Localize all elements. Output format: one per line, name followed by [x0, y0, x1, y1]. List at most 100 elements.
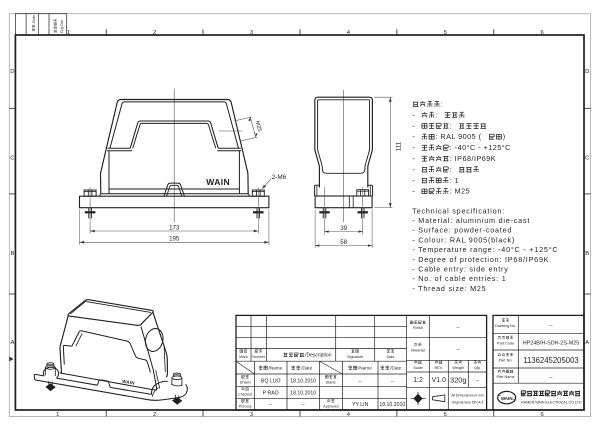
svg-text::: : [441, 100, 444, 109]
svg-text:- Cable entry: side entry: - Cable entry: side entry [412, 265, 508, 274]
svg-text:BQ LUO: BQ LUO [261, 379, 281, 385]
svg-text:Original Size DIN A 4: Original Size DIN A 4 [452, 401, 484, 405]
svg-text:2: 2 [153, 412, 156, 418]
svg-text:2-M6: 2-M6 [272, 174, 287, 181]
svg-text:B: B [10, 251, 14, 257]
svg-text:: M25: : M25 [450, 187, 470, 196]
svg-text:18.10.2010: 18.10.2010 [290, 379, 316, 385]
svg-text:4: 4 [347, 30, 351, 36]
svg-text:Date: Date [387, 355, 395, 359]
svg-text:320g: 320g [450, 375, 466, 384]
svg-text:4: 4 [347, 412, 351, 418]
svg-text::: : [450, 165, 453, 174]
svg-text:3: 3 [250, 30, 253, 36]
svg-text:Scale: Scale [413, 366, 423, 370]
svg-text:/Date: /Date [390, 365, 401, 370]
svg-text:Part Name: Part Name [497, 375, 515, 379]
svg-text:1: 1 [67, 30, 70, 36]
svg-text:/Name: /Name [269, 365, 283, 370]
svg-text:B: B [585, 251, 589, 257]
svg-text:-: - [412, 176, 415, 185]
svg-text:3: 3 [250, 412, 253, 418]
svg-text:- Surface: powder-coated: - Surface: powder-coated [412, 226, 512, 235]
svg-text:5: 5 [444, 412, 447, 418]
svg-text:M25: M25 [254, 120, 263, 132]
svg-text:1: 1 [56, 412, 59, 418]
svg-text:–: – [476, 378, 480, 384]
svg-text:A: A [585, 340, 589, 346]
svg-text:REV.: REV. [435, 366, 444, 370]
svg-text:Qty.: Qty. [474, 366, 481, 370]
svg-text:D: D [585, 69, 589, 75]
svg-text:–: – [359, 378, 362, 384]
svg-text:58: 58 [340, 239, 347, 246]
svg-text:: 1: : 1 [450, 176, 460, 185]
svg-text:–: – [549, 323, 553, 329]
svg-text:/Name: /Name [358, 365, 372, 370]
svg-text:- Temperature range: -40°C - +: - Temperature range: -40°C - +125°C [412, 245, 558, 254]
svg-text:P RAO: P RAO [263, 390, 279, 396]
svg-text:Signature: Signature [347, 355, 363, 359]
svg-text:195: 195 [169, 236, 180, 243]
svg-text:Drawing No.: Drawing No. [495, 324, 516, 328]
svg-text:1:2: 1:2 [413, 377, 423, 384]
svg-text:18.10.2010: 18.10.2010 [379, 402, 405, 408]
svg-text:- Thread size: M25: - Thread size: M25 [412, 284, 486, 293]
svg-text:Drawn: Drawn [240, 381, 251, 385]
svg-text:): ) [503, 132, 506, 141]
svg-text:1136245205003: 1136245205003 [523, 355, 579, 365]
svg-text:–: – [269, 402, 272, 408]
svg-text:-: - [412, 187, 415, 196]
svg-text:Chg Ord: Chg Ord [60, 20, 64, 33]
svg-text:-: - [412, 132, 415, 141]
svg-text:6: 6 [540, 30, 543, 36]
svg-text:: RAL 9005 (: : RAL 9005 ( [435, 132, 481, 141]
svg-text:Number: Number [252, 355, 266, 359]
svg-text:/Date: /Date [301, 365, 312, 370]
svg-text:/Date: /Date [32, 15, 36, 24]
svg-text:Finish: Finish [413, 326, 423, 330]
svg-text:YY LIN: YY LIN [352, 402, 369, 408]
svg-text:D: D [10, 69, 14, 75]
svg-text:All Dimensions in mm: All Dimensions in mm [451, 394, 484, 398]
svg-text:Material: Material [411, 348, 425, 352]
svg-text:–: – [391, 378, 394, 384]
svg-text:Stand.: Stand. [326, 381, 337, 385]
svg-text:–: – [549, 374, 553, 380]
svg-text:Approved: Approved [323, 405, 338, 409]
svg-text:-: - [412, 154, 415, 163]
svg-text:2: 2 [153, 30, 156, 36]
svg-text:: -40°C - +125°C: : -40°C - +125°C [450, 143, 511, 152]
svg-text:111: 111 [395, 141, 402, 151]
svg-text:Process: Process [239, 405, 252, 409]
svg-text:/Description: /Description [305, 353, 332, 359]
svg-text:XIAMEN WAIN ELECTRICAL CO.LTD: XIAMEN WAIN ELECTRICAL CO.LTD [521, 400, 582, 404]
svg-text:Weight: Weight [452, 366, 465, 370]
svg-text:173: 173 [169, 224, 180, 231]
svg-text:C: C [10, 155, 14, 161]
svg-text:-: - [412, 121, 415, 130]
svg-text:-: - [412, 143, 415, 152]
svg-text:18.10.2010: 18.10.2010 [290, 390, 316, 396]
svg-text:Part Code: Part Code [497, 341, 514, 345]
svg-text:HP24B/H-SDH-2S-M25: HP24B/H-SDH-2S-M25 [523, 340, 580, 346]
svg-text:V1.0: V1.0 [432, 377, 447, 384]
svg-text:: IP68/IP69K: : IP68/IP69K [450, 154, 496, 163]
svg-text:5: 5 [444, 30, 447, 36]
svg-text::: : [450, 121, 453, 130]
svg-text:-: - [412, 110, 415, 119]
svg-text:- Colour: RAL 9005(black): - Colour: RAL 9005(black) [412, 235, 515, 244]
svg-text:-: - [412, 165, 415, 174]
svg-text:Technical specification:: Technical specification: [412, 206, 505, 215]
svg-text:–: – [302, 402, 305, 408]
svg-text:C: C [585, 155, 589, 161]
svg-text:–: – [456, 325, 460, 331]
svg-text:A: A [10, 340, 14, 346]
svg-text:- No. of cable entries: 1: - No. of cable entries: 1 [412, 274, 506, 283]
svg-text:Mark: Mark [239, 355, 248, 359]
svg-text:- Degree of protection: IP68/I: - Degree of protection: IP68/IP69K [412, 255, 549, 264]
svg-text:- Material: aluminium die-cast: - Material: aluminium die-cast [412, 216, 530, 225]
svg-text:–: – [456, 347, 460, 353]
svg-text::: : [435, 110, 438, 119]
svg-text:WAIN: WAIN [122, 379, 135, 386]
